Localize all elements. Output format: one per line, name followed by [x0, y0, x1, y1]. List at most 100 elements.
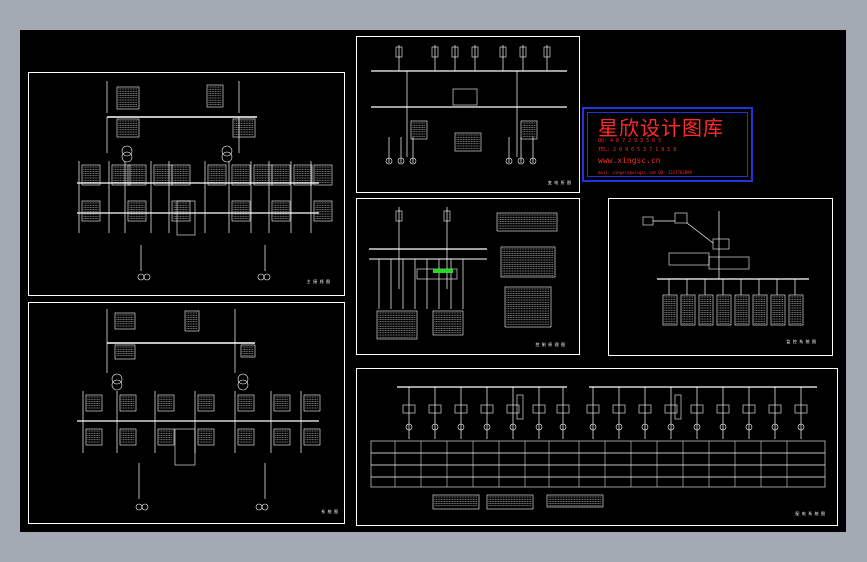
component-box: [313, 200, 333, 222]
component-box: [712, 238, 730, 250]
transformer-symbol: [221, 145, 233, 157]
component-box: [271, 200, 291, 222]
sheet-title: 主 接 线 图: [306, 279, 330, 284]
component-box: [313, 164, 333, 186]
schematic-monitoring: [642, 211, 809, 326]
sheet-title: 变 电 所 图: [547, 180, 571, 185]
watermark-tel: TEL: 2 0 9 0 5 3 7 1 9 5 8: [598, 147, 677, 153]
sheet-title: 监 控 系 统 图: [786, 339, 816, 344]
transformer-symbol: [121, 145, 133, 157]
sheet-main-wiring[interactable]: 主 接 线 图: [28, 72, 345, 296]
component-box: [532, 404, 546, 414]
watermark-inner-border: [587, 112, 748, 177]
component-box: [273, 428, 291, 446]
component-box: [116, 118, 140, 138]
sheet-control[interactable]: 控 制 原 理 图: [356, 198, 580, 355]
component-box: [370, 440, 826, 488]
transformer-symbol: [255, 503, 263, 511]
transformer-symbol: [409, 157, 417, 165]
component-box: [471, 46, 479, 58]
schematic-main-wiring: [77, 81, 333, 281]
component-box: [432, 494, 480, 510]
sheet-distribution[interactable]: 配 电 系 统 图: [356, 368, 838, 526]
component-box: [303, 428, 321, 446]
component-box: [734, 294, 750, 326]
component-box: [428, 404, 442, 414]
component-box: [410, 120, 428, 140]
component-box: [506, 404, 520, 414]
wire: [686, 222, 714, 244]
watermark-qq: QQ: 4 8 7 2 9 3 5 0 5: [598, 138, 662, 144]
component-box: [519, 46, 527, 58]
component-box: [127, 164, 147, 186]
component-box: [716, 404, 730, 414]
transformer-symbol: [505, 157, 513, 165]
transformer-symbol: [257, 273, 265, 281]
component-box: [271, 164, 291, 186]
sheet-substation[interactable]: 变 电 所 图: [356, 36, 580, 193]
component-box: [496, 212, 558, 232]
component-box: [174, 428, 196, 466]
component-box: [794, 404, 808, 414]
component-box: [674, 212, 688, 224]
component-box: [119, 394, 137, 412]
transformer-symbol: [509, 423, 517, 431]
component-box: [680, 294, 696, 326]
component-box: [171, 164, 191, 186]
schematic-distribution: [370, 386, 826, 510]
transformer-symbol: [237, 379, 249, 391]
watermark-title: 星欣设计图库: [598, 116, 724, 140]
transformer-symbol: [137, 273, 145, 281]
transformer-symbol: [405, 423, 413, 431]
component-box: [480, 404, 494, 414]
transformer-symbol: [135, 503, 143, 511]
component-box: [176, 200, 196, 236]
transformer-symbol: [261, 503, 269, 511]
component-box: [586, 404, 600, 414]
transformer-symbol: [263, 273, 271, 281]
transformer-symbol: [141, 503, 149, 511]
component-box: [116, 86, 140, 110]
transformer-symbol: [797, 423, 805, 431]
component-box: [376, 310, 418, 340]
transformer-symbol: [431, 423, 439, 431]
component-box: [184, 310, 200, 332]
transformer-symbol: [771, 423, 779, 431]
transformer-symbol: [143, 273, 151, 281]
sheet-title: 配 电 系 统 图: [795, 511, 825, 516]
component-box: [690, 404, 704, 414]
component-box: [752, 294, 768, 326]
component-box: [171, 200, 191, 222]
transformer-symbol: [121, 151, 133, 163]
component-box: [768, 404, 782, 414]
transformer-symbol: [615, 423, 623, 431]
sheet-system[interactable]: 系 统 图: [28, 302, 345, 524]
component-box: [206, 84, 224, 108]
component-box: [81, 200, 101, 222]
transformer-symbol: [397, 157, 405, 165]
component-box: [788, 294, 804, 326]
schematic-system: [77, 309, 321, 511]
component-box: [454, 404, 468, 414]
transformer-symbol: [641, 423, 649, 431]
sheet-monitoring[interactable]: 监 控 系 统 图: [608, 198, 833, 356]
component-box: [127, 200, 147, 222]
component-box: [395, 46, 403, 58]
schematic-control: [369, 207, 558, 340]
transformer-symbol: [517, 157, 525, 165]
transformer-symbol: [111, 373, 123, 385]
component-box: [770, 294, 786, 326]
transformer-symbol: [719, 423, 727, 431]
component-box: [303, 394, 321, 412]
component-box: [664, 404, 678, 414]
transformer-symbol: [693, 423, 701, 431]
component-box: [157, 428, 175, 446]
schematic-substation: [371, 45, 567, 165]
watermark-mail: mail: xingxin@xingsc.com QQ: 1317762899: [598, 170, 692, 175]
component-box: [273, 394, 291, 412]
component-box: [395, 210, 403, 222]
component-box: [454, 132, 482, 152]
component-box: [85, 394, 103, 412]
component-box: [237, 428, 255, 446]
watermark-url: www.xingsc.cn: [598, 156, 661, 165]
